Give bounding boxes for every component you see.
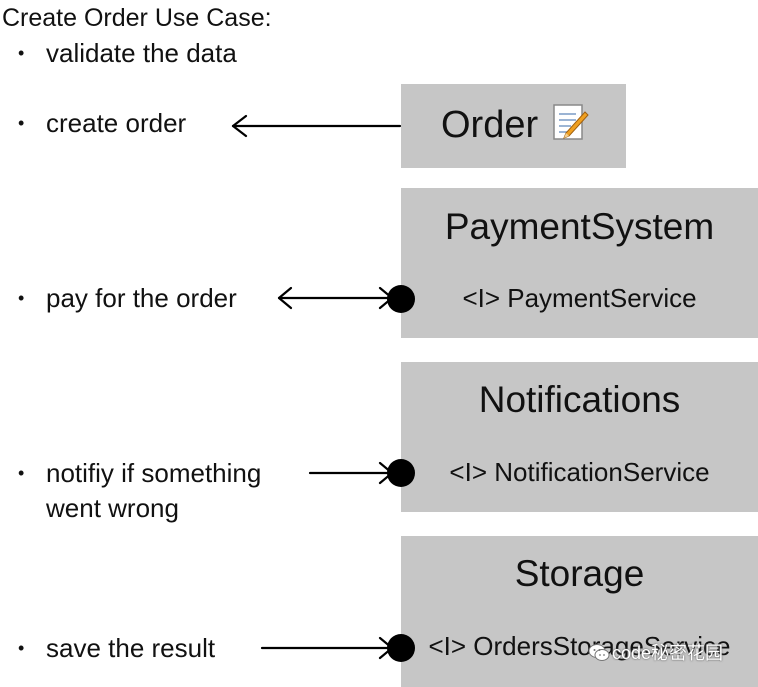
bullet-text: save the result (46, 633, 216, 663)
bullet-dot: • (18, 463, 25, 483)
notify-arrow (308, 461, 394, 485)
bullet-create-order: • create order (18, 106, 186, 141)
bullet-text: notifiy if something (46, 458, 262, 488)
bullet-text: pay for the order (46, 283, 237, 313)
bullet-dot: • (18, 638, 25, 658)
payment-interface-dot (387, 285, 415, 313)
diagram-title: Create Order Use Case: (2, 4, 272, 32)
pay-double-arrow (277, 286, 394, 310)
bullet-notify: • notifiy if something went wrong (18, 456, 261, 526)
orders-storage-service-interface: <I> OrdersStorageService (428, 631, 731, 661)
notifications-title: Notifications (478, 379, 681, 420)
bullet-dot: • (18, 113, 25, 133)
payment-system-title: PaymentSystem (444, 206, 715, 247)
order-box: Order (401, 84, 626, 168)
storage-interface-dot (387, 634, 415, 662)
storage-title: Storage (514, 553, 645, 594)
bullet-validate: • validate the data (18, 36, 237, 71)
bullet-pay: • pay for the order (18, 281, 237, 316)
bullet-text-line-2: went wrong (46, 493, 179, 523)
create-order-arrow (231, 114, 402, 138)
save-arrow (260, 636, 394, 660)
watermark-text: code秘密花园 (612, 643, 724, 663)
memo-icon (553, 104, 589, 140)
storage-box: Storage <I> OrdersStorageService (401, 536, 758, 687)
bullet-text: create order (46, 108, 187, 138)
bullet-dot: • (18, 43, 25, 63)
order-box-title: Order (441, 104, 539, 146)
payment-system-box: PaymentSystem <I> PaymentService (401, 188, 758, 338)
notifications-box: Notifications <I> NotificationService (401, 362, 758, 512)
payment-service-interface: <I> PaymentService (462, 283, 697, 313)
notification-service-interface: <I> NotificationService (449, 457, 710, 487)
notification-interface-dot (387, 459, 415, 487)
wechat-icon (588, 644, 610, 661)
bullet-text: validate the data (46, 38, 237, 68)
bullet-dot: • (18, 288, 25, 308)
bullet-save: • save the result (18, 631, 215, 666)
